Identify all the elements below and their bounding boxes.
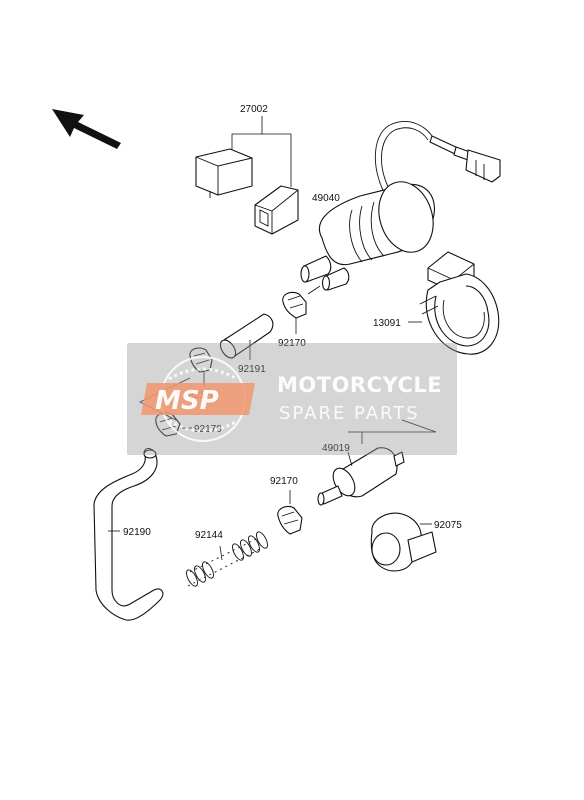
fuel-pump[interactable]: [300, 121, 501, 291]
label-fuel-pump: 49040: [312, 193, 340, 204]
label-hose-long: 92190: [123, 527, 151, 538]
relay-group[interactable]: [195, 116, 299, 235]
watermark-banner: MSP MOTORCYCLE SPARE PARTS: [127, 343, 457, 455]
rubber-damper[interactable]: [370, 512, 437, 572]
msp-logo: MSP: [141, 356, 255, 442]
watermark-title: MOTORCYCLE: [277, 373, 443, 397]
fuel-filter[interactable]: [317, 419, 437, 506]
label-relay: 27002: [240, 104, 268, 115]
label-clamp-upper: 92170: [278, 338, 306, 349]
svg-text:MSP: MSP: [155, 386, 219, 416]
label-clamp-left-2: 92170: [194, 424, 222, 435]
hose-clamp-upper[interactable]: [282, 285, 321, 334]
hose-clamp-left-1[interactable]: [189, 347, 213, 386]
fuel-hose-long[interactable]: [93, 447, 164, 621]
spring[interactable]: [184, 530, 270, 588]
label-fuel-filter: 49019: [322, 443, 350, 454]
label-clamp-lower: 92170: [270, 476, 298, 487]
label-spring: 92144: [195, 530, 223, 541]
fuel-hose-short[interactable]: [217, 313, 274, 361]
pump-bracket[interactable]: [408, 251, 500, 355]
front-arrow-icon: [52, 109, 121, 149]
label-hose-short: 92191: [238, 364, 266, 375]
label-damper: 92075: [434, 520, 462, 531]
hose-clamp-lower[interactable]: [277, 490, 303, 535]
label-bracket: 13091: [373, 318, 401, 329]
watermark-subtitle: SPARE PARTS: [279, 403, 420, 424]
